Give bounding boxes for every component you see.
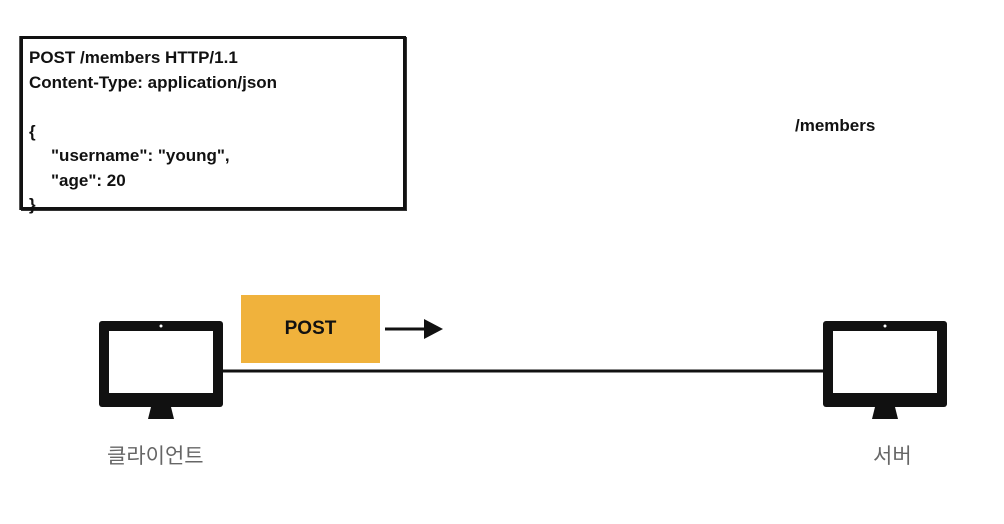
request-line-2: Content-Type: application/json [29,72,278,92]
client-label: 클라이언트 [107,445,204,468]
request-line-5: "username": "young", [51,146,230,165]
server-monitor-icon [823,321,947,419]
server-label: 서버 [873,445,912,468]
arrow-right-icon [385,319,443,339]
path-label: /members [795,116,876,135]
method-label: POST [284,318,337,339]
method-badge: POST [241,295,380,363]
request-line-1: POST /members HTTP/1.1 [29,48,238,67]
client-monitor-icon [99,321,223,419]
request-line-6: "age": 20 [51,170,126,190]
request-line-7: } [29,195,36,214]
http-request-box: POST /members HTTP/1.1 Content-Type: app… [20,36,406,214]
request-line-4: { [29,121,36,141]
